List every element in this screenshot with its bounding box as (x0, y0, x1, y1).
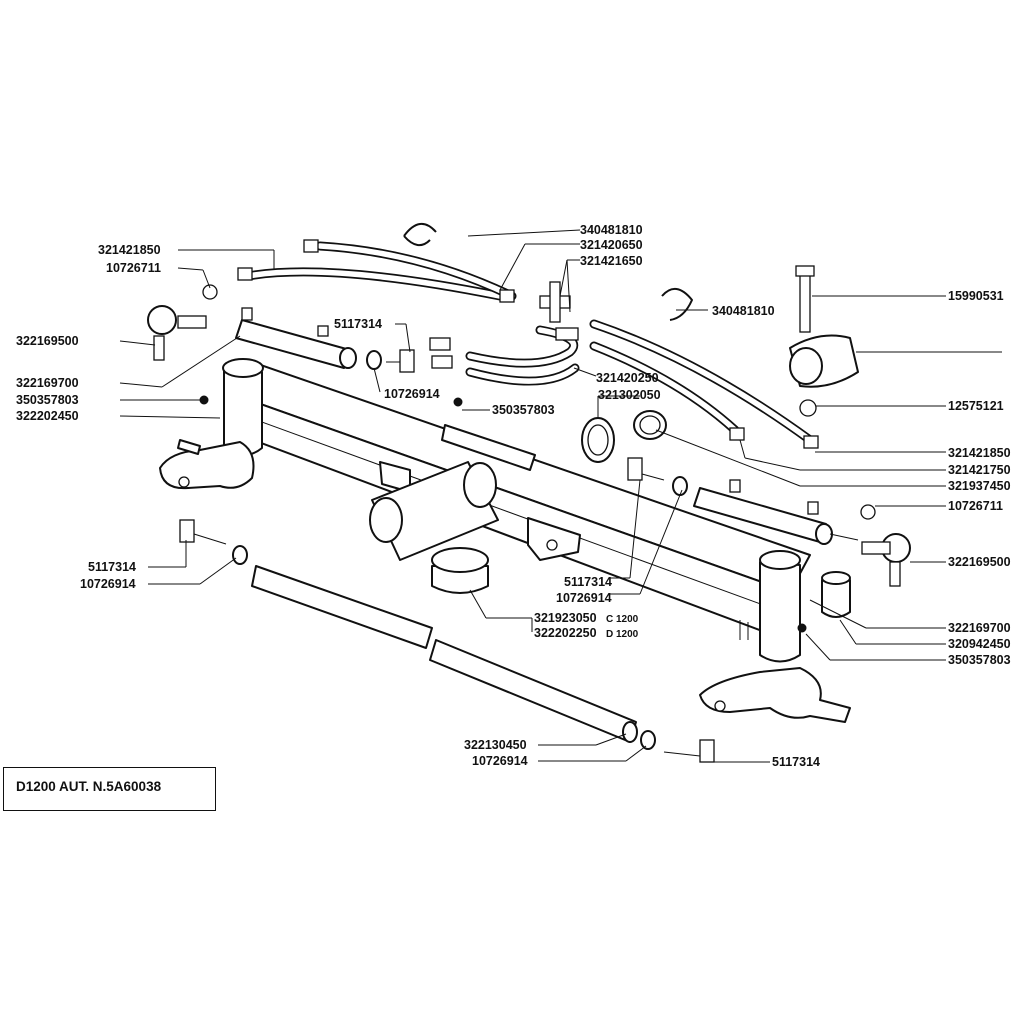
hydraulic-hoses (237, 239, 819, 449)
callout-label: 321302050 (598, 388, 661, 402)
bracket-and-bolt (789, 265, 859, 417)
callout-label: 322169500 (948, 555, 1011, 569)
callout-label: 340481810 (580, 223, 643, 237)
callout-label: 321421850 (948, 446, 1011, 460)
leader-lines (119, 229, 1002, 763)
callout-label: 322202450 (16, 409, 79, 423)
callout-label: 350357803 (492, 403, 555, 417)
callout-label: 322169500 (16, 334, 79, 348)
tie-rod (251, 565, 638, 743)
callout-label: 322169700 (16, 376, 79, 390)
callout-label: 10726914 (80, 577, 136, 591)
callout-label: 10726914 (556, 591, 612, 605)
pivot-tube (369, 461, 499, 561)
callout-label: 322202250 (534, 626, 597, 640)
ball-joints (147, 305, 911, 587)
axle-beam (222, 358, 811, 663)
steering-cylinder-left (235, 307, 357, 369)
callout-label: 321937450 (948, 479, 1011, 493)
callout-label: 10726711 (948, 499, 1003, 513)
callout-label: 321421650 (580, 254, 643, 268)
callout-label: 350357803 (948, 653, 1011, 667)
callout-label: 10726914 (472, 754, 528, 768)
callout-label: 10726711 (106, 261, 161, 275)
callout-label: 5117314 (334, 317, 382, 331)
callout-label: 10726914 (384, 387, 440, 401)
callout-label: 321421850 (98, 243, 161, 257)
callout-label: 12575121 (948, 399, 1004, 413)
callout-label: 321923050 (534, 611, 597, 625)
diagram-title: D1200 AUT. N.5A60038 (16, 779, 162, 794)
callout-label: 322169700 (948, 621, 1011, 635)
callout-label: 322130450 (464, 738, 527, 752)
callout-label: 5117314 (564, 575, 612, 589)
tee-fitting (539, 281, 579, 341)
nuts (202, 284, 876, 520)
steering-knuckle-left (159, 439, 255, 490)
unions (429, 337, 453, 369)
callout-label: 340481810 (712, 304, 775, 318)
steering-knuckle-right (699, 667, 851, 723)
pivot-bush (431, 547, 489, 594)
callout-label: 15990531 (948, 289, 1004, 303)
steering-cylinder-right (693, 479, 859, 545)
callout-label: 350357803 (16, 393, 79, 407)
callout-label: 321420250 (596, 371, 659, 385)
callout-label: 320942450 (948, 637, 1011, 651)
callout-label: 321421750 (948, 463, 1011, 477)
seals-and-bushes (581, 410, 851, 618)
callout-variant: D 1200 (606, 629, 639, 640)
hose-clamps (403, 223, 693, 321)
callout-variant: C 1200 (606, 614, 639, 625)
title-box: D1200 AUT. N.5A60038 (3, 767, 216, 811)
callout-label: 321420650 (580, 238, 643, 252)
callout-label: 5117314 (772, 755, 820, 769)
callout-label: 5117314 (88, 560, 136, 574)
callout-labels: 340481810 321420650 321421650 321421850 … (16, 223, 1011, 769)
